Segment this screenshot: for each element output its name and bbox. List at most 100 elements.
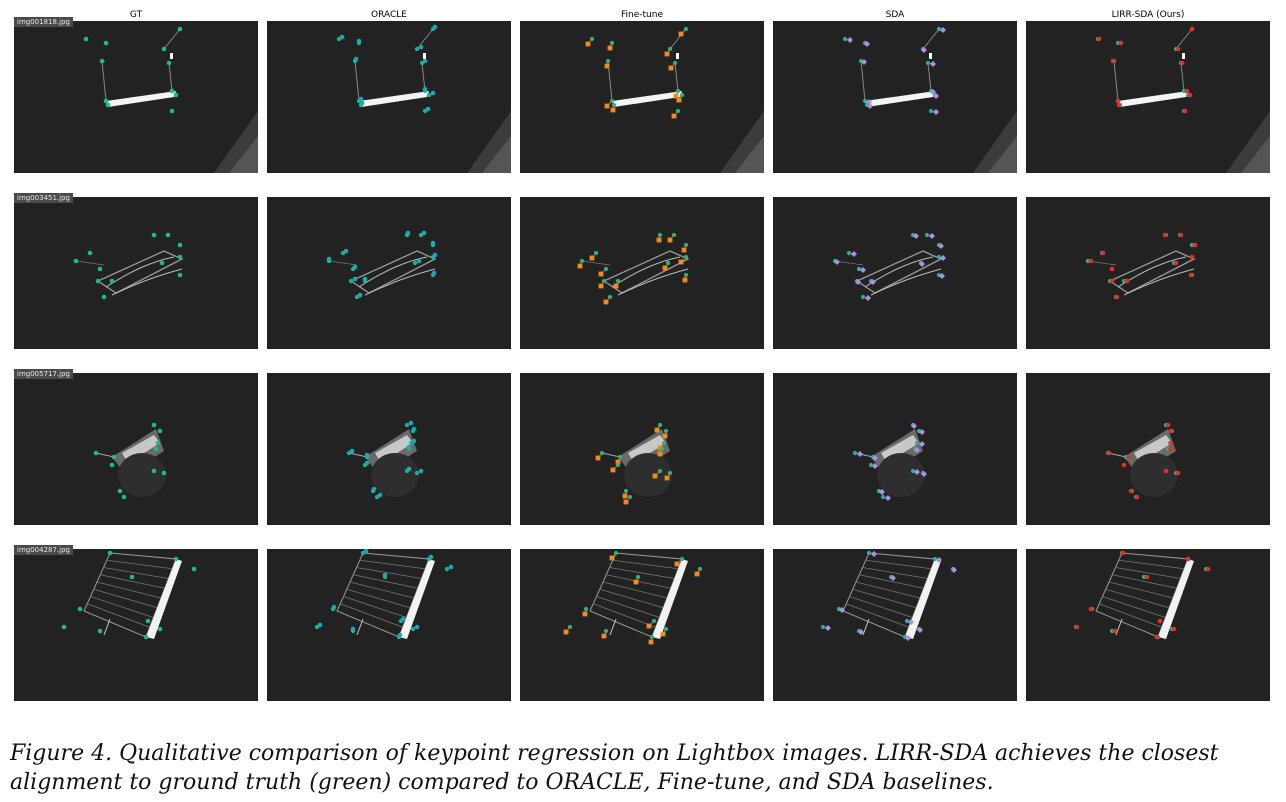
predicted-keypoint	[604, 103, 610, 109]
object-silhouette	[328, 250, 437, 296]
predicted-keypoint	[353, 56, 359, 62]
predicted-keypoint	[1109, 266, 1115, 272]
keypoint-plot	[1085, 232, 1198, 300]
predicted-keypoint	[1163, 468, 1169, 474]
predicted-keypoint	[350, 626, 356, 632]
predicted-keypoint	[1175, 470, 1181, 476]
predicted-keypoint	[1106, 450, 1112, 456]
predicted-keypoint	[431, 270, 437, 276]
predicted-keypoint	[633, 579, 639, 585]
predicted-keypoint	[1116, 102, 1122, 108]
predicted-keypoint	[662, 265, 668, 271]
predicted-keypoint	[1144, 574, 1150, 580]
predicted-keypoint	[613, 283, 619, 289]
predicted-keypoint	[939, 273, 945, 279]
predicted-keypoint	[855, 279, 861, 285]
predicted-keypoint	[153, 446, 159, 452]
predicted-keypoint	[1168, 428, 1174, 434]
predicted-keypoint	[73, 258, 79, 264]
predicted-keypoint	[364, 452, 370, 458]
predicted-keypoint	[151, 422, 157, 428]
predicted-keypoint	[1118, 40, 1124, 46]
predicted-keypoint	[607, 45, 613, 51]
predicted-keypoint	[601, 633, 607, 639]
predicted-keypoint	[87, 250, 93, 256]
predicted-keypoint	[1096, 36, 1102, 42]
predicted-keypoint	[577, 263, 583, 269]
gt-keypoint	[444, 566, 450, 572]
predicted-keypoint	[177, 272, 183, 278]
predicted-keypoint	[1088, 258, 1094, 264]
predicted-keypoint	[1168, 440, 1174, 446]
keypoint-plot	[842, 26, 1017, 173]
predicted-keypoint	[865, 295, 871, 301]
predicted-keypoint	[1100, 250, 1106, 256]
predicted-keypoint	[169, 88, 175, 94]
predicted-keypoint	[648, 639, 654, 645]
object-silhouette	[1113, 28, 1270, 173]
predicted-keypoint	[825, 625, 831, 631]
predicted-keypoint	[1128, 488, 1134, 494]
predicted-keypoint	[871, 551, 877, 557]
object-silhouette	[854, 429, 925, 497]
predicted-keypoint	[678, 31, 684, 37]
keypoint-plot	[314, 549, 454, 640]
keypoint-plot	[73, 232, 184, 300]
result-panel	[773, 373, 1017, 525]
object-silhouette	[336, 552, 435, 639]
object-silhouette	[842, 552, 941, 639]
image-id-label: img003451.jpg	[14, 193, 73, 203]
gt-keypoint	[412, 260, 418, 266]
predicted-keypoint	[177, 254, 183, 260]
predicted-keypoint	[598, 283, 604, 289]
gt-keypoint	[936, 26, 942, 32]
keypoint-plot	[336, 24, 511, 173]
predicted-keypoint	[382, 572, 388, 578]
predicted-keypoint	[1205, 566, 1211, 572]
predicted-keypoint	[589, 255, 595, 261]
predicted-keypoint	[157, 626, 163, 632]
predicted-keypoint	[362, 276, 368, 282]
result-panel	[773, 197, 1017, 349]
predicted-keypoint	[432, 252, 438, 258]
predicted-keypoint	[371, 486, 377, 492]
predicted-keypoint	[664, 475, 670, 481]
object-silhouette	[1107, 429, 1178, 497]
predicted-keypoint	[1179, 60, 1185, 66]
predicted-keypoint	[1154, 634, 1160, 640]
predicted-keypoint	[681, 247, 687, 253]
predicted-keypoint	[1185, 556, 1191, 562]
predicted-keypoint	[1157, 618, 1163, 624]
result-panel	[267, 373, 511, 525]
predicted-keypoint	[563, 629, 569, 635]
result-panel	[773, 21, 1017, 173]
predicted-keypoint	[109, 462, 115, 468]
predicted-keypoint	[359, 100, 365, 106]
predicted-keypoint	[861, 59, 867, 65]
predicted-keypoint	[940, 27, 946, 33]
predicted-keypoint	[834, 259, 840, 265]
predicted-keypoint	[671, 113, 677, 119]
predicted-keypoint	[1120, 550, 1126, 556]
predicted-keypoint	[1171, 626, 1177, 632]
predicted-keypoint	[331, 604, 337, 610]
predicted-keypoint	[604, 63, 610, 69]
image-id-label: img005717.jpg	[14, 369, 73, 379]
predicted-keypoint	[656, 237, 662, 243]
keypoint-plot	[1095, 26, 1270, 173]
column-title: GT	[129, 10, 143, 20]
predicted-keypoint	[870, 279, 876, 285]
object-silhouette	[1095, 552, 1194, 639]
predicted-keypoint	[622, 493, 628, 499]
predicted-keypoint	[169, 108, 175, 114]
predicted-keypoint	[326, 256, 332, 262]
predicted-keypoint	[1121, 462, 1127, 468]
predicted-keypoint	[623, 499, 629, 505]
gt-keypoint	[404, 422, 410, 428]
predicted-keypoint	[890, 575, 896, 581]
predicted-keypoint	[97, 628, 103, 634]
predicted-keypoint	[418, 44, 424, 50]
predicted-keypoint	[430, 240, 436, 246]
predicted-keypoint	[1168, 446, 1174, 452]
